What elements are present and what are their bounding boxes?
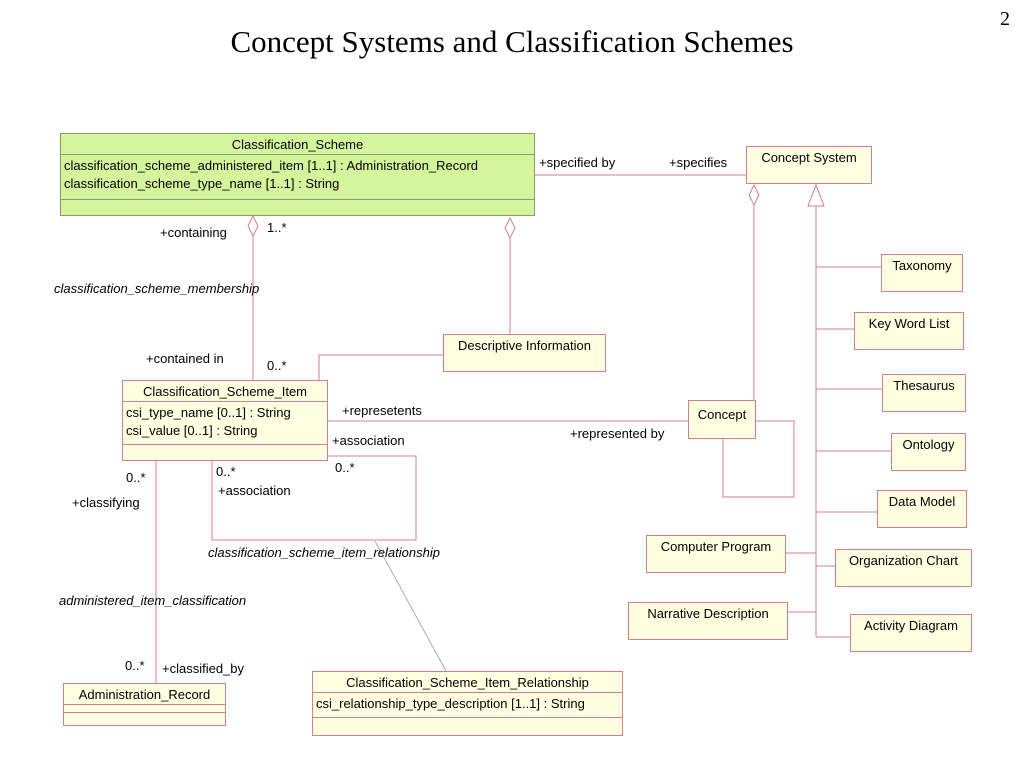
association-membership: classification_scheme_membership — [54, 281, 260, 296]
thesaurus-class[interactable]: Thesaurus — [882, 374, 966, 412]
concept-class[interactable]: Concept — [688, 400, 756, 439]
class-operations — [64, 712, 225, 720]
concept-self-loop — [722, 420, 795, 498]
role-represetents: +represetents — [342, 403, 422, 418]
role-association-right: +association — [332, 433, 405, 448]
class-name: Descriptive Information — [458, 338, 591, 353]
organization-chart-class[interactable]: Organization Chart — [835, 549, 972, 587]
role-contained-in: +contained in — [146, 351, 224, 366]
attribute: classification_scheme_administered_item … — [64, 158, 479, 173]
attribute: csi_type_name [0..1] : String — [126, 405, 291, 420]
class-name: Narrative Description — [647, 606, 769, 621]
administration-record-class[interactable]: Administration_Record — [63, 683, 226, 726]
data-model-class[interactable]: Data Model — [877, 490, 967, 528]
association-administered-classification: administered_item_classification — [59, 593, 247, 608]
descriptive-aggregation-diamond — [504, 216, 516, 240]
multiplicity-classifying: 0..* — [126, 470, 146, 485]
multiplicity-association-right: 0..* — [335, 460, 355, 475]
activity-diagram-class[interactable]: Activity Diagram — [850, 614, 972, 652]
class-name: Key Word List — [868, 316, 950, 331]
concept-aggregation-diamond — [748, 183, 760, 207]
role-specifies: +specifies — [669, 155, 728, 170]
page-title: Concept Systems and Classification Schem… — [230, 24, 794, 59]
class-operations — [123, 444, 327, 457]
multiplicity-contained-in: 0..* — [267, 358, 287, 373]
class-name: Organization Chart — [848, 553, 959, 568]
class-name: Concept — [697, 407, 747, 422]
relationship-attachment-line — [374, 540, 447, 672]
association-item-relationship: classification_scheme_item_relationship — [208, 545, 440, 560]
class-attributes: csi_type_name [0..1] : String csi_value … — [123, 401, 327, 442]
role-represented-by: +represented by — [570, 426, 665, 441]
class-attributes: csi_relationship_type_description [1..1]… — [313, 692, 622, 715]
class-operations — [61, 199, 534, 209]
attribute: classification_scheme_type_name [1..1] :… — [64, 176, 340, 191]
descriptive-information-class[interactable]: Descriptive Information — [443, 334, 606, 372]
role-classifying: +classifying — [72, 495, 140, 510]
concept-system-class[interactable]: Concept System — [746, 146, 872, 184]
role-classified-by: +classified_by — [162, 661, 245, 676]
class-name: Taxonomy — [892, 258, 952, 273]
role-specified-by: +specified by — [539, 155, 616, 170]
class-operations — [313, 717, 622, 730]
role-association-left: +association — [218, 483, 291, 498]
class-name: Classification_Scheme_Item — [142, 384, 308, 399]
class-name: Ontology — [902, 437, 955, 452]
multiplicity-classified-by: 0..* — [125, 658, 145, 673]
class-name: Classification_Scheme — [231, 137, 364, 152]
classification-scheme-class[interactable]: Classification_Scheme classification_sch… — [60, 133, 535, 216]
classification-scheme-item-class[interactable]: Classification_Scheme_Item csi_type_name… — [122, 380, 328, 461]
class-attributes: classification_scheme_administered_item … — [61, 154, 534, 195]
page-number: 2 — [1000, 8, 1010, 30]
ontology-class[interactable]: Ontology — [891, 433, 966, 471]
narrative-description-class[interactable]: Narrative Description — [628, 602, 788, 640]
class-name: Data Model — [888, 494, 956, 509]
computer-program-class[interactable]: Computer Program — [646, 535, 786, 573]
role-containing: +containing — [160, 225, 227, 240]
attribute: csi_relationship_type_description [1..1]… — [316, 696, 585, 711]
attribute: csi_value [0..1] : String — [126, 423, 258, 438]
generalization-arrow — [807, 183, 825, 207]
taxonomy-class[interactable]: Taxonomy — [881, 254, 963, 292]
membership-aggregation-diamond — [247, 214, 259, 238]
multiplicity-association-left: 0..* — [216, 464, 236, 479]
class-name: Activity Diagram — [864, 618, 958, 633]
item-self-loop — [211, 455, 417, 541]
csi-relationship-class[interactable]: Classification_Scheme_Item_Relationship … — [312, 671, 623, 736]
class-name: Computer Program — [660, 539, 772, 554]
class-attributes — [64, 704, 225, 712]
multiplicity-containing: 1..* — [267, 220, 287, 235]
key-word-list-class[interactable]: Key Word List — [854, 312, 964, 350]
class-name: Thesaurus — [893, 378, 955, 393]
descriptive-item-line — [318, 354, 443, 380]
class-name: Concept System — [761, 150, 857, 165]
class-name: Administration_Record — [78, 687, 211, 702]
class-name: Classification_Scheme_Item_Relationship — [346, 675, 589, 690]
